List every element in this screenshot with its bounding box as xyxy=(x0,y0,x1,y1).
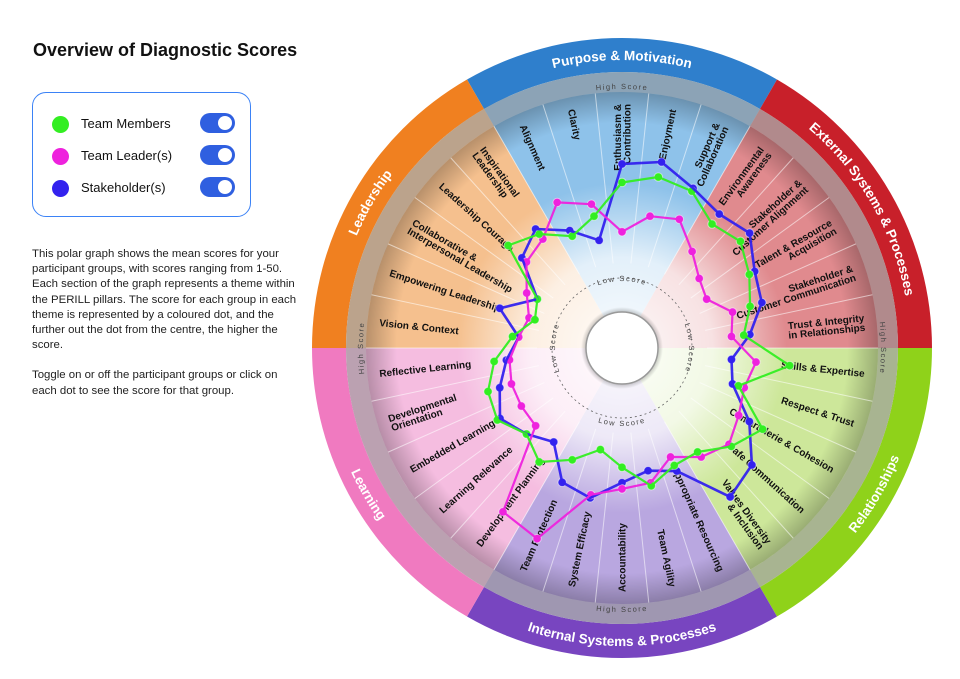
chart-description: This polar graph shows the mean scores f… xyxy=(32,247,297,414)
description-paragraph: This polar graph shows the mean scores f… xyxy=(32,248,297,352)
theme-label-text: Enthusiasm & xyxy=(613,104,624,171)
legend-item-team-leaders: Team Leader(s) xyxy=(50,144,240,168)
high-score-label: High Score xyxy=(596,604,648,614)
theme-label-text: Contribution xyxy=(622,104,633,164)
team-leaders-toggle[interactable] xyxy=(200,145,235,165)
legend-panel: Team Members Team Leader(s) Stakeholder(… xyxy=(32,92,251,217)
theme-label: Enthusiasm &Contribution xyxy=(613,104,634,171)
high-score-label: High Score xyxy=(595,82,648,92)
stakeholders-dot xyxy=(52,180,69,197)
theme-label-text: Accountability xyxy=(618,523,629,592)
pillar-band xyxy=(467,37,777,109)
high-score-label: High Score xyxy=(878,321,888,374)
theme-label: Accountability xyxy=(618,523,629,592)
low-score-label: Low Score xyxy=(597,416,646,429)
pillar-band xyxy=(312,348,484,617)
stakeholders-toggle[interactable] xyxy=(200,177,235,197)
team-leaders-dot xyxy=(52,148,69,165)
page-title: Overview of Diagnostic Scores xyxy=(33,40,298,60)
pillar-band xyxy=(467,587,777,659)
low-score-circle xyxy=(551,277,693,419)
center-hole xyxy=(585,311,659,385)
pillar-band xyxy=(760,348,932,617)
low-score-label: Low Score xyxy=(548,322,561,374)
pillar-band xyxy=(760,79,932,349)
toggle-knob xyxy=(218,180,232,194)
description-instructions: Toggle on or off the participant groups … xyxy=(32,369,278,397)
legend-label-team-leaders: Team Leader(s) xyxy=(81,148,173,163)
series-line xyxy=(486,175,791,487)
low-score-label: Low Score xyxy=(683,322,696,374)
pillar-band xyxy=(312,79,484,349)
high-score-label: High Score xyxy=(356,321,366,374)
legend-item-team-members: Team Members xyxy=(50,112,240,136)
scale-rim xyxy=(346,72,898,624)
low-score-label: Low Score xyxy=(596,274,648,287)
toggle-knob xyxy=(218,116,232,130)
legend-label-stakeholders: Stakeholder(s) xyxy=(81,180,166,195)
team-members-toggle[interactable] xyxy=(200,113,235,133)
legend-label-team-members: Team Members xyxy=(81,116,171,131)
series-line xyxy=(501,201,758,540)
team-members-dot xyxy=(52,116,69,133)
toggle-knob xyxy=(218,148,232,162)
legend-item-stakeholders: Stakeholder(s) xyxy=(50,176,240,200)
